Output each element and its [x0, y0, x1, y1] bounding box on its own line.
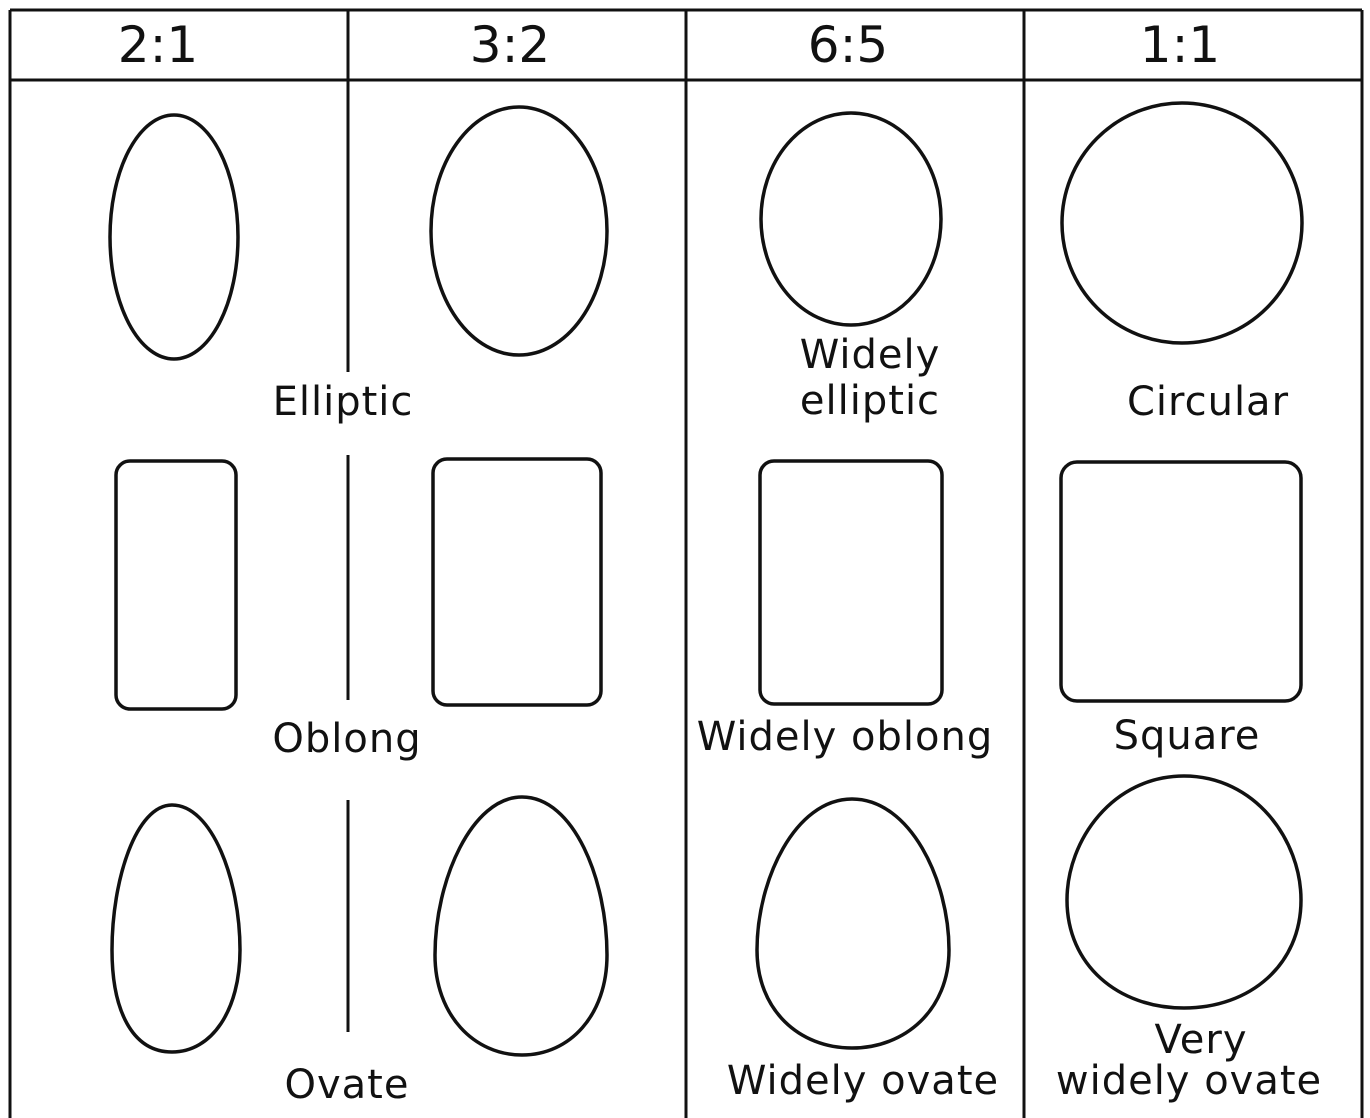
shape-oblong-3-2 [431, 457, 603, 707]
label-very-widely-ovate-line2: widely ovate [1056, 1058, 1322, 1104]
label-elliptic: Elliptic [273, 379, 414, 425]
ratio-label-3-2: 3:2 [470, 16, 550, 74]
label-widely-elliptic-line2: elliptic [800, 378, 940, 424]
label-circular: Circular [1127, 379, 1289, 425]
shape-widely-elliptic [759, 111, 943, 327]
ratio-label-2-1: 2:1 [118, 16, 198, 74]
shape-circular [1060, 101, 1304, 345]
label-widely-ovate: Widely ovate [727, 1058, 999, 1104]
shape-very-widely-ovate [1065, 774, 1303, 1010]
shape-widely-oblong [758, 459, 944, 706]
ratio-label-6-5: 6:5 [808, 16, 888, 74]
label-widely-oblong: Widely oblong [697, 714, 993, 760]
shape-elliptic-2-1 [108, 113, 240, 361]
shape-widely-ovate [755, 797, 951, 1050]
ratio-label-1-1: 1:1 [1140, 16, 1220, 74]
shape-oblong-2-1 [114, 459, 238, 711]
shape-ovate-3-2 [433, 795, 609, 1057]
label-square: Square [1114, 713, 1261, 759]
label-ovate: Ovate [285, 1062, 410, 1108]
shape-ovate-2-1 [110, 803, 242, 1054]
label-oblong: Oblong [272, 716, 421, 762]
label-widely-elliptic-line1: Widely [800, 332, 941, 378]
label-very-widely-ovate-line1: Very [1155, 1017, 1248, 1063]
shape-square [1059, 460, 1303, 703]
shape-elliptic-3-2 [429, 105, 609, 357]
